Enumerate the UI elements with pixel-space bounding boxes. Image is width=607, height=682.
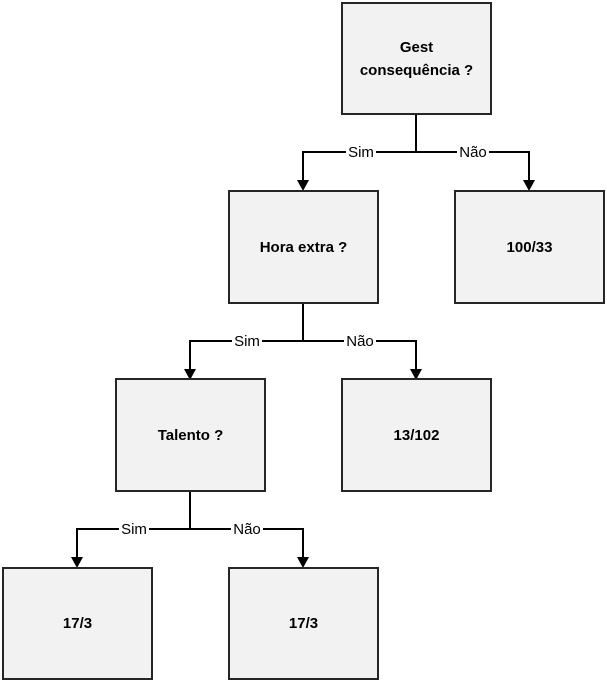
edge-label-bg — [231, 519, 263, 539]
node-label: 100/33 — [506, 238, 553, 256]
arrow-talento-nao — [297, 557, 309, 568]
decision-node-talento: Talento ? — [115, 378, 266, 492]
edge-label-talento-sim: Sim — [121, 521, 147, 538]
edge-hora-extra — [189, 303, 417, 371]
edge-label-bg — [119, 519, 149, 539]
edge-label-hora-nao: Não — [346, 333, 374, 350]
edge-talento — [76, 492, 304, 559]
decision-node-hora-extra: Hora extra ? — [228, 190, 379, 304]
node-label: 17/3 — [62, 615, 93, 632]
leaf-node-100-33: 100/33 — [454, 190, 605, 304]
arrow-talento-sim — [71, 557, 83, 568]
edge-label-hora-sim: Sim — [234, 333, 260, 350]
edge-label-talento-nao: Não — [233, 521, 261, 538]
leaf-node-nao-17-3: 17/3 — [228, 567, 379, 680]
arrow-hora-nao — [410, 369, 422, 380]
edge-label-bg — [346, 142, 376, 162]
edge-label-bg — [232, 331, 262, 351]
node-label: Hora extra ? — [259, 238, 348, 256]
edge-label-root-nao: Não — [459, 144, 487, 161]
node-label: 13/102 — [393, 426, 440, 444]
arrow-hora-sim — [184, 369, 196, 380]
edge-label-root-sim: Sim — [348, 144, 374, 161]
leaf-node-13-102: 13/102 — [341, 378, 492, 492]
node-label: Talento ? — [157, 426, 224, 444]
node-label: Gest consequência ? — [359, 38, 474, 79]
leaf-node-sim-17-3: 17/3 — [2, 567, 153, 680]
decision-node-gest-consequencia: Gest consequência ? — [341, 2, 492, 115]
edge-label-bg — [457, 142, 489, 162]
edge-label-bg — [344, 331, 376, 351]
arrow-root-nao — [523, 180, 535, 191]
node-label: 17/3 — [288, 615, 319, 632]
arrow-root-sim — [297, 180, 309, 191]
edge-root — [302, 114, 530, 182]
